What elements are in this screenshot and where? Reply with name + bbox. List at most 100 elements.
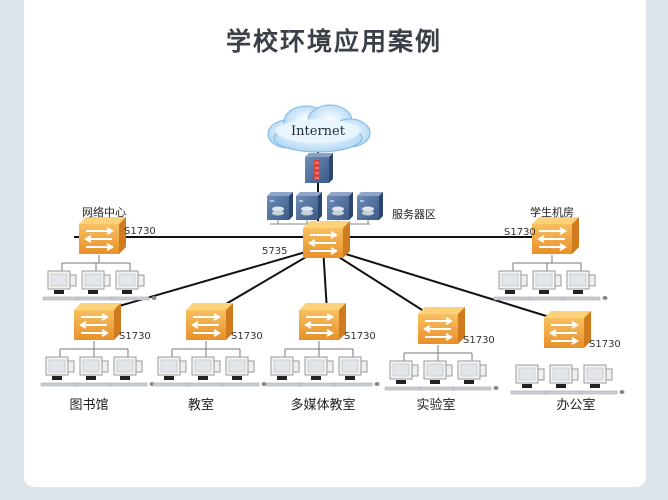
keyboard: [40, 382, 80, 387]
arrow-head: [326, 329, 334, 337]
switch-side: [572, 217, 579, 254]
stand: [88, 290, 98, 294]
keyboard: [544, 390, 584, 395]
arrow-head: [559, 227, 567, 235]
screen: [82, 359, 100, 373]
disk: [362, 210, 374, 216]
arrow-head: [84, 235, 92, 243]
student-lab-pc: [561, 270, 601, 301]
screen: [273, 359, 291, 373]
library-pc: [74, 356, 114, 387]
tower: [103, 274, 111, 287]
tower: [179, 360, 187, 373]
stand: [396, 380, 406, 384]
screen: [518, 367, 536, 381]
firewall-side: [329, 153, 333, 183]
student-lab-pc: [527, 270, 567, 301]
arrow-head: [571, 337, 579, 345]
switch-arrows-icon: [84, 227, 114, 251]
arrow-head: [101, 313, 109, 321]
mouse-icon: [619, 390, 625, 394]
disk: [272, 210, 284, 216]
server-side: [379, 192, 383, 220]
office-pc: [510, 364, 550, 395]
stand: [430, 380, 440, 384]
arrow-head: [549, 329, 557, 337]
office-pc: [578, 364, 618, 395]
arrow-head: [571, 321, 579, 329]
disk: [362, 206, 374, 212]
keyboard: [527, 296, 567, 301]
keyboard: [186, 382, 226, 387]
disk: [301, 210, 313, 216]
arrow-head: [445, 333, 453, 341]
core-switch: [303, 221, 350, 258]
multimedia-classroom-pc: [265, 356, 305, 387]
stand: [345, 376, 355, 380]
switch-model-library: S1730: [119, 331, 151, 342]
multimedia-classroom-pc: [333, 356, 373, 387]
switch-laboratory: [418, 307, 465, 344]
network-center-pc: [76, 270, 116, 301]
tower: [605, 368, 613, 381]
link-core-office: [322, 246, 557, 320]
screen: [501, 273, 519, 287]
arrow-head: [101, 329, 109, 337]
stand: [590, 384, 600, 388]
disk: [332, 206, 344, 212]
tower: [445, 364, 453, 377]
page-title: 学校环境应用案例: [225, 27, 442, 56]
arrow-head: [79, 321, 87, 329]
core-switch-model: 5735: [262, 246, 287, 257]
node-label-multimedia-classroom: 多媒体教室: [290, 397, 355, 413]
student-lab-pc: [493, 270, 533, 301]
classroom-pc: [186, 356, 226, 387]
arrow-head: [213, 329, 221, 337]
switch-arrows-icon: [79, 313, 109, 337]
screen: [586, 367, 604, 381]
arrow-head: [191, 321, 199, 329]
server-zone-label: 服务器区: [392, 208, 436, 221]
keyboard: [74, 382, 114, 387]
server-icon: [357, 192, 383, 220]
keyboard: [265, 382, 305, 387]
tower: [213, 360, 221, 373]
keyboard: [220, 382, 260, 387]
classroom-pc: [152, 356, 192, 387]
stand: [120, 376, 130, 380]
switch-side: [226, 303, 233, 340]
screen: [392, 363, 410, 377]
server-side: [289, 192, 293, 220]
arrow-head: [330, 231, 338, 239]
stand: [539, 290, 549, 294]
server-side: [318, 192, 322, 220]
disk: [272, 206, 284, 212]
stand: [464, 380, 474, 384]
switch-arrows-icon: [191, 313, 221, 337]
switch-arrows-icon: [537, 227, 567, 251]
arrow-head: [304, 321, 312, 329]
screen: [118, 273, 136, 287]
stand: [122, 290, 132, 294]
mouse-icon: [374, 382, 380, 386]
switch-office: [544, 311, 591, 348]
keyboard: [384, 386, 424, 391]
switch-arrows-icon: [304, 313, 334, 337]
multimedia-classroom-pc: [299, 356, 339, 387]
switch-library: [74, 303, 121, 340]
nodes-layer: Internet服务器区网络中心S1730学生机房S17305735S1730图…: [40, 104, 625, 413]
screen: [84, 273, 102, 287]
switch-side: [339, 303, 346, 340]
network-center-pc: [42, 270, 82, 301]
server-top: [267, 192, 293, 196]
switch-side: [114, 303, 121, 340]
screen: [50, 273, 68, 287]
tower: [137, 274, 145, 287]
switch-side: [584, 311, 591, 348]
arrow-head: [445, 317, 453, 325]
keyboard: [76, 296, 116, 301]
arrow-head: [106, 243, 114, 251]
switch-top: [186, 303, 233, 310]
tower: [69, 274, 77, 287]
server-top: [296, 192, 322, 196]
